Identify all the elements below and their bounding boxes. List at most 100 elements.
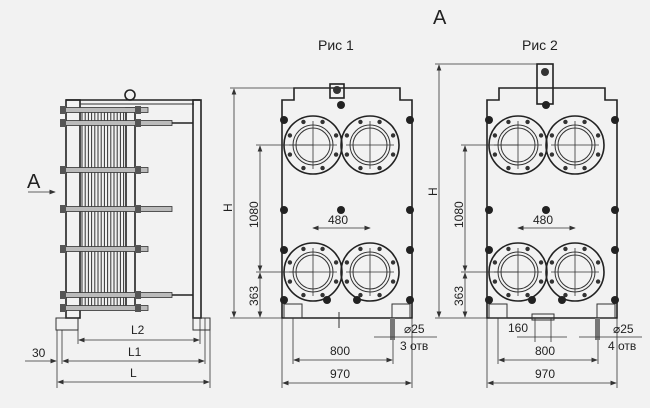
anchor-hole [595,318,600,340]
flange-bolt-hole [377,119,382,125]
flange-bolt-hole [538,152,544,157]
tie-bolt-head [611,206,619,214]
flange-bolt-hole [582,119,587,125]
fig2-dim-160-label: 160 [508,321,528,335]
flange-bolt-hole [301,119,306,125]
bolt-nut [60,291,66,299]
flange-bolt-hole [563,119,568,125]
tie-bolt [61,292,173,298]
tie-bolt-head [280,116,288,124]
view-arrow-label: A [27,171,41,193]
flange-bolt-hole [492,133,498,138]
bolt-nut [135,291,141,299]
flange-bolt-hole [333,279,339,284]
flange-bolt-hole [525,165,530,171]
flange-bolt-hole [320,246,325,252]
flange-bolt-hole [595,133,601,138]
tie-bolt-head [280,206,288,214]
frame-plate-outline [281,87,413,319]
frame-foot [488,303,508,319]
fig1-holes-count: 3 отв [400,339,428,353]
flange-bolt-hole [358,165,363,171]
flange-bolt-hole [492,279,498,284]
tie-bolt-head [558,296,566,304]
flange-bolt-hole [287,279,293,284]
side-view: A L2 L1 30 L [25,89,211,388]
tie-bolt-head [611,296,619,304]
flange-bolt-hole [538,133,544,138]
flange-bolt-hole [320,292,325,298]
flange-bolt-hole [390,260,396,265]
tie-bolt-head [611,116,619,124]
flange-bolt-hole [320,165,325,171]
flange-bolt-hole [582,292,587,298]
flange-bolt-hole [301,165,306,171]
flange-bolt-hole [506,292,511,298]
flange-bolt-hole [333,260,339,265]
fig1-dim-970-label: 970 [330,367,350,381]
lifting-bracket [329,83,345,99]
tie-bolt [61,120,173,126]
frame-foot [596,303,616,319]
foot-rear [192,317,211,331]
flange-bolt-hole [595,279,601,284]
fig1-hole-diameter-label: ⌀25 [404,322,425,336]
flange-bolt-hole [358,119,363,125]
frame-foot [283,303,303,319]
flange-bolt-hole [287,152,293,157]
flange-bolt-hole [358,292,363,298]
anchor-hole [390,318,395,340]
flange-bolt-hole [506,165,511,171]
tie-bolt-head [337,206,345,214]
flange-bolt-hole [377,246,382,252]
bolt-nut [135,205,141,213]
flange-bolt-hole [538,260,544,265]
flange-bolt-hole [506,246,511,252]
flange-bolt-hole [301,246,306,252]
flange-bolt-hole [390,152,396,157]
tie-bolt-head [337,101,345,109]
flange-bolt-hole [333,152,339,157]
flange-bolt-hole [549,279,555,284]
port-flange [545,115,605,175]
fig1-dim-H-label: H [221,203,235,212]
flange-bolt-hole [549,260,555,265]
fig2-dim-970-label: 970 [535,367,555,381]
tie-bolts [60,106,193,312]
tie-bolt-head [406,246,414,254]
fig2-dim-363-label: 363 [452,286,466,306]
bolt-nut [135,304,141,312]
bolt-nut [135,119,141,127]
flange-bolt-hole [358,246,363,252]
flange-bolt-hole [320,119,325,125]
foot-front [55,317,79,331]
fig1-dim-363-label: 363 [247,286,261,306]
tie-bolt-head [323,296,331,304]
flange-bolt-hole [390,279,396,284]
lifting-eye [124,89,136,101]
bolt-nut [60,106,66,114]
bolt-nut [60,304,66,312]
flange-bolt-hole [492,152,498,157]
frame-foot [391,303,411,319]
flange-bolt-hole [344,260,350,265]
tie-bolt-head [485,296,493,304]
lifting-eye [333,86,341,94]
bolt-nut [60,166,66,174]
tie-bolt-head [485,246,493,254]
figure-1-caption: Рис 1 [318,37,354,53]
flange-bolt-hole [301,292,306,298]
flange-bolt-hole [582,165,587,171]
fig1-dim-480-label: 480 [328,213,348,227]
flange-bolt-hole [595,152,601,157]
figure-2-caption: Рис 2 [522,37,558,53]
flange-bolt-hole [549,133,555,138]
tie-bolt-head [528,296,536,304]
port-flange [545,242,605,302]
flange-bolt-hole [344,152,350,157]
tie-bolt-head [485,206,493,214]
port-flange [340,242,400,302]
flange-bolt-hole [595,260,601,265]
